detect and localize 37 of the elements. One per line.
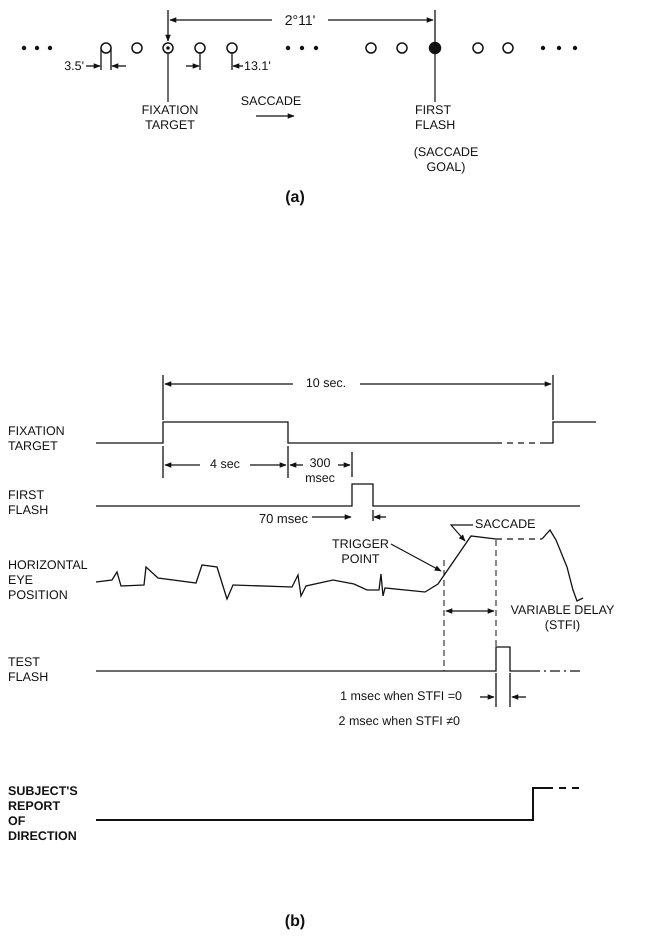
- dimension-label: 3.5': [64, 59, 84, 74]
- target-circle: [472, 42, 484, 54]
- flash-dot: [428, 42, 442, 54]
- row-label: HORIZONTAL EYE POSITION: [8, 558, 88, 603]
- panel-label: (b): [284, 912, 306, 932]
- target-note: (SACCADE GOAL): [414, 145, 478, 175]
- target-label: FIRST FLASH: [415, 103, 456, 133]
- dimension-label: 4 sec: [210, 457, 240, 472]
- dimension-label: 13.1': [244, 59, 271, 74]
- leader-line: [434, 54, 436, 102]
- dimension-label: 2°11': [284, 12, 316, 29]
- dimension-label: 70 msec: [258, 511, 308, 527]
- row-label: FIXATION TARGET: [8, 424, 65, 454]
- leader-line: [450, 524, 473, 542]
- dimension-label: VARIABLE DELAY (STFI): [510, 603, 616, 633]
- panel-label: (a): [285, 188, 305, 208]
- row-label: SUBJECT'S REPORT OF DIRECTION: [8, 784, 78, 844]
- annotation-label: SACCADE: [475, 517, 536, 532]
- dimension-label: 300 msec: [305, 456, 335, 486]
- target-circle: [226, 42, 238, 54]
- target-circle: [194, 42, 206, 54]
- target-circle: [100, 42, 112, 54]
- target-circle: [131, 42, 143, 54]
- target-circle: [365, 42, 377, 54]
- leader-line: [390, 543, 442, 572]
- note-text: 1 msec when STFI =0: [340, 689, 462, 704]
- target-label: FIXATION TARGET: [142, 103, 198, 133]
- direction-label: SACCADE: [240, 94, 302, 109]
- fixation-dot: [162, 42, 174, 54]
- row-label: TEST FLASH: [8, 655, 48, 685]
- row-label: FIRST FLASH: [8, 488, 48, 518]
- dimension-label: 10 sec.: [306, 376, 346, 391]
- annotation-label: TRIGGER POINT: [332, 537, 389, 567]
- target-circle: [396, 42, 408, 54]
- note-text: 2 msec when STFI ≠0: [338, 714, 460, 729]
- leader-line: [167, 53, 169, 102]
- target-circle: [502, 42, 514, 54]
